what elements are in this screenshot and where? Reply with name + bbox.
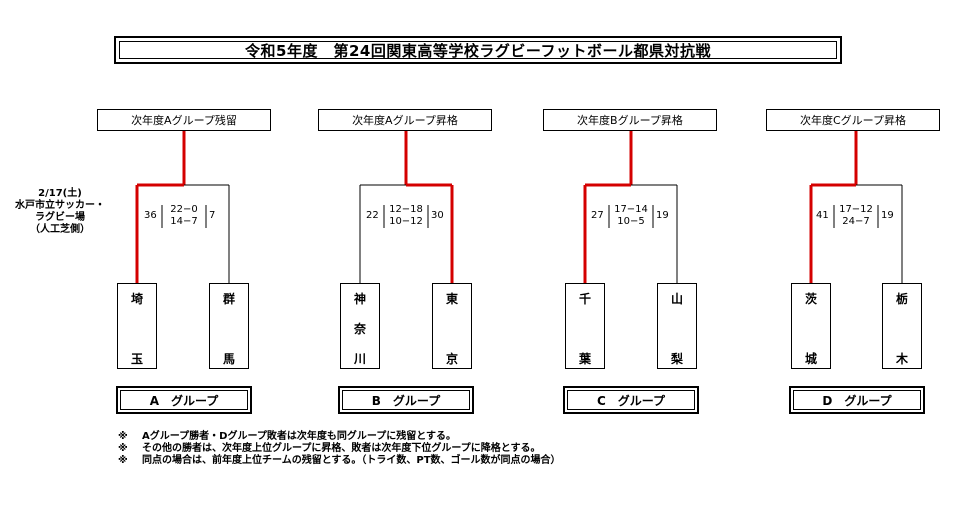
right-total-score: 19 (656, 210, 669, 221)
team-name-char: 玉 (130, 352, 143, 366)
note-1: ※ Aグループ勝者・Dグループ敗者は次年度も同グループに残留とする。 (118, 431, 561, 443)
team-name-char: 神 (353, 292, 366, 306)
team-name-char: 城 (804, 352, 817, 366)
note-mark: ※ (118, 431, 128, 442)
page-title: 令和5年度 第24回関東高等学校ラグビーフットボール都県対抗戦 (245, 41, 711, 60)
team-name-char: 栃 (895, 292, 908, 306)
first-half-score: 12−18 (389, 204, 423, 215)
team-name-char: 川 (353, 352, 366, 366)
note-text-2: その他の勝者は、次年度上位グループに昇格、敗者は次年度下位グループに降格とする。 (142, 443, 541, 454)
group-label: B グループ (338, 386, 474, 414)
first-half-score: 17−12 (839, 204, 873, 215)
group-heading: 次年度Cグループ昇格 (766, 109, 940, 131)
second-half-score: 24−7 (842, 216, 870, 227)
note-mark: ※ (118, 455, 128, 466)
team-box-right: 東京 (432, 283, 472, 369)
team-name-char: 京 (445, 352, 458, 366)
group-label: A グループ (116, 386, 252, 414)
team-name-char: 葉 (578, 352, 591, 366)
note-3: ※ 同点の場合は、前年度上位チームの残留とする。（トライ数、PT数、ゴール数が同点… (118, 455, 561, 467)
venue-info: 2/17(土) 水戸市立サッカー・ ラグビー場 （人工芝側） (5, 188, 115, 236)
team-name-char: 群 (222, 292, 235, 306)
venue-line-2: ラグビー場 (35, 212, 85, 223)
group-heading: 次年度Aグループ昇格 (318, 109, 492, 131)
team-name-char: 東 (445, 292, 458, 306)
note-mark: ※ (118, 443, 128, 454)
match-date: 2/17(土) (38, 188, 82, 199)
team-name-char: 茨 (804, 292, 817, 306)
left-total-score: 36 (144, 210, 157, 221)
right-total-score: 30 (431, 210, 444, 221)
team-name-char: 埼 (130, 292, 143, 306)
notes: ※ Aグループ勝者・Dグループ敗者は次年度も同グループに残留とする。 ※ その他の勝… (118, 431, 561, 467)
left-total-score: 27 (591, 210, 604, 221)
first-half-score: 22−0 (170, 204, 198, 215)
venue-line-3: （人工芝側） (30, 224, 90, 235)
team-name-char: 奈 (353, 322, 366, 336)
right-total-score: 19 (881, 210, 894, 221)
note-2: ※ その他の勝者は、次年度上位グループに昇格、敗者は次年度下位グループに降格とする… (118, 443, 561, 455)
team-box-left: 茨城 (791, 283, 831, 369)
team-name-char: 千 (578, 292, 591, 306)
first-half-score: 17−14 (614, 204, 648, 215)
group-heading: 次年度Bグループ昇格 (543, 109, 717, 131)
right-total-score: 7 (209, 210, 216, 221)
team-name-char: 馬 (222, 352, 235, 366)
team-box-right: 山梨 (657, 283, 697, 369)
team-name-char: 山 (670, 292, 683, 306)
team-name-char: 梨 (670, 352, 683, 366)
venue-line-1: 水戸市立サッカー・ (15, 200, 105, 211)
group-label: D グループ (789, 386, 925, 414)
group-heading: 次年度Aグループ残留 (97, 109, 271, 131)
team-box-right: 群馬 (209, 283, 249, 369)
left-total-score: 22 (366, 210, 379, 221)
left-total-score: 41 (816, 210, 829, 221)
team-box-left: 神奈川 (340, 283, 380, 369)
second-half-score: 10−5 (617, 216, 645, 227)
group-label: C グループ (563, 386, 699, 414)
second-half-score: 14−7 (170, 216, 198, 227)
title-box: 令和5年度 第24回関東高等学校ラグビーフットボール都県対抗戦 (114, 36, 842, 64)
team-box-right: 栃木 (882, 283, 922, 369)
second-half-score: 10−12 (389, 216, 423, 227)
team-box-left: 千葉 (565, 283, 605, 369)
team-name-char: 木 (895, 352, 908, 366)
note-text-1: Aグループ勝者・Dグループ敗者は次年度も同グループに残留とする。 (142, 431, 456, 442)
team-box-left: 埼玉 (117, 283, 157, 369)
note-text-3: 同点の場合は、前年度上位チームの残留とする。（トライ数、PT数、ゴール数が同点の… (142, 455, 561, 466)
